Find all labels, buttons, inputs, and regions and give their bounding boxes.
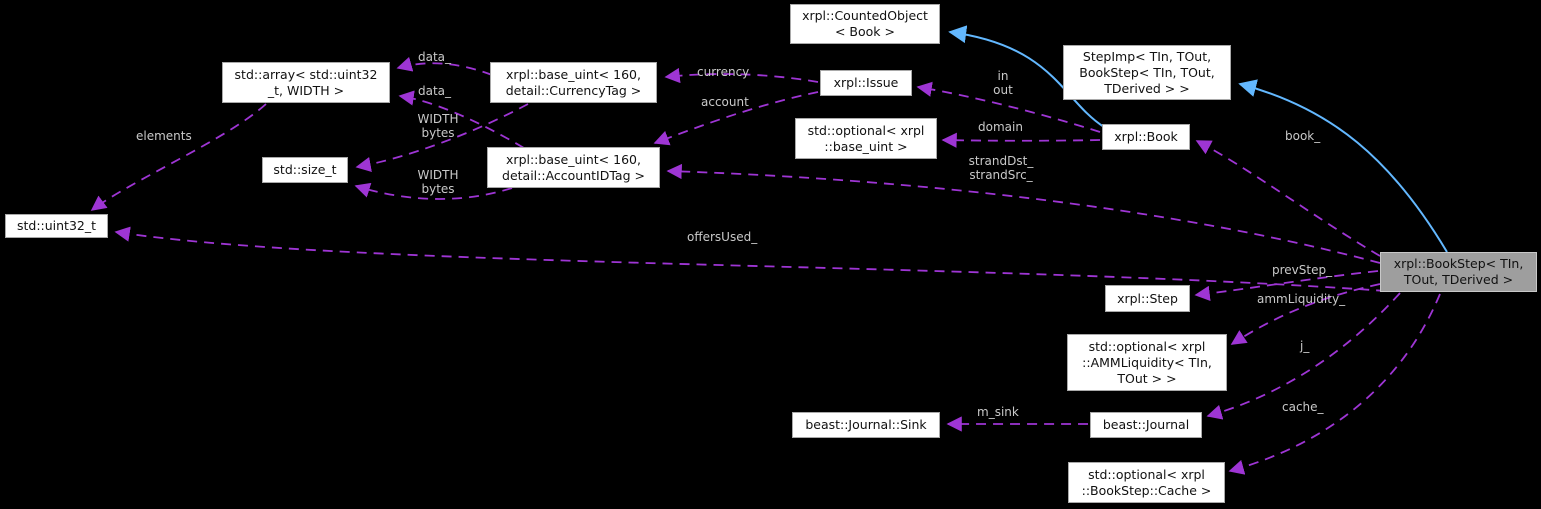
node-optional-amm-liquidity[interactable]: std::optional< xrpl ::AMMLiquidity< TIn,… [1067, 334, 1227, 391]
edge-width-currency-to-sizet [355, 103, 529, 173]
edge-label-cache: cache_ [1282, 400, 1324, 414]
edge-label-offers-used: offersUsed_ [687, 230, 758, 244]
node-uint32-t[interactable]: std::uint32_t [5, 214, 108, 238]
node-issue[interactable]: xrpl::Issue [820, 70, 912, 96]
edge-label-account: account [701, 95, 749, 109]
edge-label-strand: strandDst_ strandSrc_ [968, 154, 1034, 182]
edge-prev-step [1194, 270, 1379, 302]
edge-amm-liquidity [1230, 283, 1381, 345]
edge-cache [1228, 293, 1441, 475]
node-std-array[interactable]: std::array< std::uint32 _t, WIDTH > [222, 62, 390, 103]
node-journal[interactable]: beast::Journal [1090, 412, 1202, 438]
edge-j [1206, 292, 1401, 420]
edge-label-width-bytes-2: WIDTH bytes [417, 168, 459, 196]
edge-label-data-top: data_ [418, 50, 452, 64]
edge-label-data-bottom: data_ [418, 84, 452, 98]
edge-label-prev-step: prevStep_ [1272, 263, 1333, 277]
node-book[interactable]: xrpl::Book [1102, 124, 1190, 150]
edge-label-m-sink: m_sink [977, 405, 1019, 419]
edge-label-book: book_ [1285, 129, 1321, 143]
edge-label-elements: elements [136, 129, 192, 143]
node-optional-base-uint[interactable]: std::optional< xrpl ::base_uint > [795, 118, 937, 159]
edge-label-width-bytes-1: WIDTH bytes [417, 112, 459, 140]
node-journal-sink[interactable]: beast::Journal::Sink [792, 412, 940, 438]
edge-label-in-out: in out [993, 69, 1013, 97]
inheritance-edge-book-countedobject [948, 25, 1105, 128]
edge-strand [666, 163, 1381, 264]
edge-width-account-to-sizet [354, 182, 513, 200]
edge-account [653, 91, 819, 146]
node-book-step-main: xrpl::BookStep< TIn, TOut, TDerived > [1380, 252, 1537, 292]
node-step[interactable]: xrpl::Step [1105, 285, 1190, 312]
edge-in-out [916, 81, 1101, 133]
edge-data-account-to-array [398, 90, 525, 149]
edge-label-j: j_ [1300, 339, 1310, 353]
node-base-uint-currency[interactable]: xrpl::base_uint< 160, detail::CurrencyTa… [490, 62, 657, 103]
edge-elements [90, 103, 267, 211]
edge-offers-used [114, 226, 1387, 292]
edge-label-domain: domain [978, 120, 1023, 134]
edge-label-amm-liquidity: ammLiquidity_ [1257, 292, 1346, 306]
edge-label-currency: currency [697, 65, 750, 79]
node-optional-cache[interactable]: std::optional< xrpl ::BookStep::Cache > [1068, 462, 1225, 503]
edge-currency [664, 67, 819, 84]
node-size-t[interactable]: std::size_t [262, 157, 348, 183]
edge-domain [941, 132, 1101, 148]
node-step-imp[interactable]: StepImp< TIn, TOut, BookStep< TIn, TOut,… [1063, 45, 1231, 100]
node-counted-object[interactable]: xrpl::CountedObject < Book > [790, 4, 940, 44]
edge-data-currency-to-array [396, 56, 493, 76]
edge-book [1195, 140, 1381, 257]
inheritance-edge-bookstep-stepimp [1238, 79, 1448, 253]
node-base-uint-account[interactable]: xrpl::base_uint< 160, detail::AccountIDT… [487, 147, 660, 188]
